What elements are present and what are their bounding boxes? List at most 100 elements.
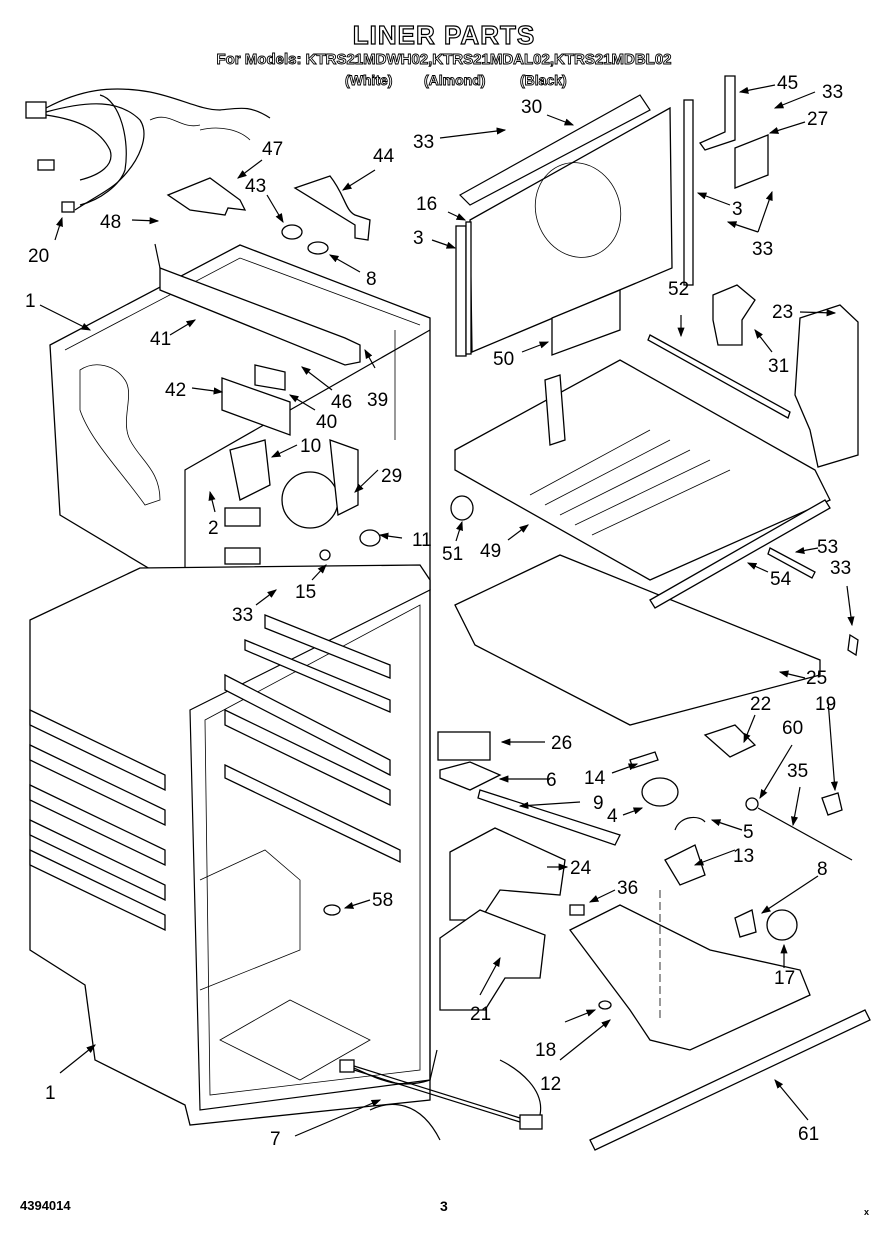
part-36 (569, 904, 585, 916)
callout-36: 36 (617, 878, 638, 899)
callout-40: 40 (316, 412, 337, 433)
callout-42: 42 (165, 380, 186, 401)
callout-16: 16 (416, 194, 437, 215)
callout-50: 50 (493, 349, 514, 370)
bulb-17 (766, 909, 798, 941)
callout-33-left: 33 (232, 605, 253, 626)
part-60 (745, 797, 759, 811)
callout-30: 30 (521, 97, 542, 118)
callout-47: 47 (262, 139, 283, 160)
bracket-45 (699, 75, 736, 151)
crisper-tray-49 (454, 359, 831, 581)
corner-mark: x (864, 1207, 870, 1217)
callout-33-upper: 33 (413, 132, 434, 153)
trim-61 (589, 1009, 871, 1151)
part-24 (449, 827, 566, 921)
callout-21: 21 (470, 1004, 491, 1025)
callout-17: 17 (774, 968, 795, 989)
callout-60: 60 (782, 718, 803, 739)
page-title: LINER PARTS (352, 19, 536, 50)
part-22 (703, 724, 757, 758)
part-35 (757, 807, 853, 861)
part-44-shape (293, 175, 371, 241)
wire-harness-bottom (339, 1049, 543, 1141)
callout-58: 58 (372, 890, 393, 911)
housing-12 (569, 904, 811, 1051)
callout-61: 61 (798, 1124, 819, 1145)
callout-22: 22 (750, 694, 771, 715)
part-26 (437, 731, 491, 761)
part-31 (712, 284, 756, 346)
screw-33-right (847, 633, 859, 657)
callout-51: 51 (442, 544, 463, 565)
callout-41: 41 (150, 329, 171, 350)
callout-7: 7 (270, 1129, 281, 1150)
callout-53: 53 (817, 537, 838, 558)
part-6 (439, 761, 502, 791)
duct-23 (794, 304, 859, 468)
cover-27 (734, 134, 769, 189)
rail-54 (649, 499, 831, 609)
callout-8-top: 8 (366, 269, 377, 290)
evaporator-cover (455, 94, 673, 357)
part-43-bulb (281, 224, 303, 240)
part-40-bracket (254, 364, 286, 391)
callout-9: 9 (593, 793, 604, 814)
part-4 (641, 777, 679, 807)
callout-45: 45 (777, 73, 798, 94)
callout-11: 11 (412, 530, 432, 551)
models-line: For Models: KTRS21MDWH02,KTRS21MDAL02,KT… (216, 51, 672, 69)
callout-29: 29 (381, 466, 402, 487)
rail-52 (647, 334, 791, 419)
fresh-food-liner (29, 564, 431, 1126)
part-42-plate (221, 377, 291, 436)
rail-3 (683, 99, 694, 286)
callout-31: 31 (768, 356, 789, 377)
fan-assembly (224, 439, 381, 584)
callout-2: 2 (208, 518, 219, 539)
socket-8 (734, 909, 757, 938)
callout-4: 4 (607, 806, 618, 827)
callout-26: 26 (551, 733, 572, 754)
callout-13: 13 (733, 846, 754, 867)
callout-27: 27 (807, 109, 828, 130)
light-housing-39 (159, 267, 361, 366)
part-8-socket (307, 241, 329, 255)
callout-23: 23 (772, 302, 793, 323)
callout-33-mid: 33 (752, 239, 773, 260)
rail-53 (767, 547, 816, 579)
callout-48: 48 (100, 212, 121, 233)
callout-25: 25 (806, 668, 827, 689)
callout-19: 19 (815, 694, 836, 715)
part-5 (674, 816, 706, 831)
callout-20: 20 (28, 246, 49, 267)
callout-1-bottom: 1 (45, 1083, 56, 1104)
wire-harness-top (25, 88, 271, 213)
callout-54: 54 (770, 569, 792, 590)
callout-46: 46 (331, 392, 352, 413)
knob-51 (450, 495, 474, 521)
callout-33-right: 33 (830, 558, 851, 579)
part-18 (598, 1000, 612, 1010)
part-13 (664, 844, 706, 886)
shelf-25 (454, 554, 821, 726)
variant-almond: (Almond) (424, 72, 486, 89)
callout-52: 52 (668, 279, 689, 300)
callout-12: 12 (540, 1074, 561, 1095)
part-47-shape (166, 177, 247, 216)
callout-3-left: 3 (413, 228, 424, 249)
callout-33-topright: 33 (822, 82, 843, 103)
variant-black: (Black) (520, 72, 568, 89)
callout-39: 39 (367, 390, 388, 411)
callout-35: 35 (787, 761, 808, 782)
variant-white: (White) (345, 72, 393, 89)
callout-6: 6 (546, 770, 557, 791)
callout-24: 24 (570, 858, 592, 879)
callout-1-top: 1 (25, 291, 36, 312)
callout-8-bottom: 8 (817, 859, 828, 880)
callout-5: 5 (743, 822, 754, 843)
callout-43: 43 (245, 176, 266, 197)
callout-18: 18 (535, 1040, 556, 1061)
callout-49: 49 (480, 541, 501, 562)
